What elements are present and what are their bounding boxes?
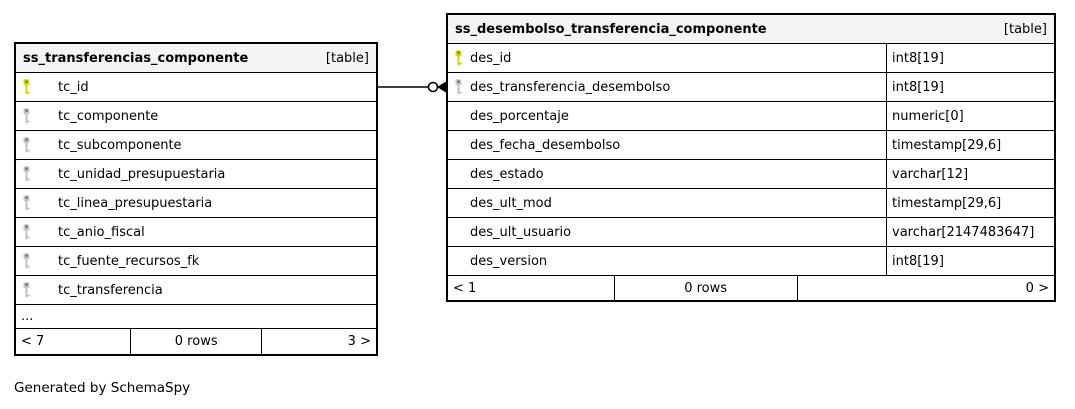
column-name: des_ult_usuario: [470, 224, 572, 240]
column-name: des_fecha_desembolso: [470, 137, 621, 153]
column-name-cell: tc_linea_presupuestaria: [16, 189, 376, 217]
table-name[interactable]: ss_desembolso_transferencia_componente: [455, 21, 767, 37]
column-type: varchar[2147483647]: [886, 218, 1054, 246]
column-name-cell: des_porcentaje: [448, 102, 886, 130]
column-name-cell: des_fecha_desembolso: [448, 131, 886, 159]
column-name-cell: des_estado: [448, 160, 886, 188]
column-row[interactable]: des_ult_mod timestamp[29,6]: [448, 189, 1054, 218]
column-type: numeric[0]: [886, 102, 1054, 130]
key-icon: [23, 194, 30, 210]
index-key-icon: [20, 136, 32, 155]
footer-parents-count: 3 >: [347, 334, 371, 349]
column-row[interactable]: tc_fuente_recursos_fk: [16, 247, 376, 276]
column-row[interactable]: des_transferencia_desembolso int8[19]: [448, 73, 1054, 102]
column-name: des_estado: [470, 166, 544, 182]
column-row[interactable]: des_ult_usuario varchar[2147483647]: [448, 218, 1054, 247]
index-key-icon: [20, 281, 32, 300]
column-name: tc_id: [58, 79, 89, 95]
column-row[interactable]: des_estado varchar[12]: [448, 160, 1054, 189]
table-header[interactable]: ss_desembolso_transferencia_componente […: [448, 15, 1054, 44]
column-row[interactable]: des_version int8[19]: [448, 247, 1054, 276]
column-row[interactable]: tc_anio_fiscal: [16, 218, 376, 247]
column-name: tc_anio_fiscal: [58, 224, 145, 240]
footer-row-count: 0 rows: [131, 329, 263, 354]
key-icon: [455, 49, 462, 65]
key-icon: [23, 107, 30, 123]
table-footer: < 1 0 rows 0 >: [448, 276, 1054, 300]
column-name-cell: des_ult_usuario: [448, 218, 886, 246]
column-type: int8[19]: [886, 73, 1054, 101]
table-box-ss-desembolso-transferencia-componente: ss_desembolso_transferencia_componente […: [446, 13, 1056, 302]
column-name-cell: tc_fuente_recursos_fk: [16, 247, 376, 275]
column-name: des_porcentaje: [470, 108, 569, 124]
index-key-icon: [20, 223, 32, 242]
table-header[interactable]: ss_transferencias_componente [table]: [16, 44, 376, 73]
hidden-columns-ellipsis: ...: [16, 305, 376, 329]
column-name-cell: des_ult_mod: [448, 189, 886, 217]
column-row[interactable]: tc_transferencia: [16, 276, 376, 305]
column-type: int8[19]: [886, 44, 1054, 72]
column-name: des_transferencia_desembolso: [470, 79, 671, 95]
index-key-icon: [20, 252, 32, 271]
column-row[interactable]: tc_componente: [16, 102, 376, 131]
connector-arrowhead: [437, 81, 446, 93]
column-row[interactable]: tc_unidad_presupuestaria: [16, 160, 376, 189]
footer-parents-count: 0 >: [1025, 280, 1049, 296]
index-key-icon: [20, 107, 32, 126]
key-icon: [23, 223, 30, 239]
table-type-badge: [table]: [325, 50, 369, 66]
column-name-cell: tc_anio_fiscal: [16, 218, 376, 246]
primary-key-icon: [20, 78, 32, 97]
column-type: timestamp[29,6]: [886, 131, 1054, 159]
index-key-icon: [452, 78, 464, 97]
column-name: des_id: [470, 50, 512, 66]
column-name-cell: des_id: [448, 44, 886, 72]
column-type: timestamp[29,6]: [886, 189, 1054, 217]
column-name-cell: tc_id: [16, 73, 376, 101]
generated-by-credit: Generated by SchemaSpy: [14, 380, 191, 396]
column-row[interactable]: des_porcentaje numeric[0]: [448, 102, 1054, 131]
column-name: tc_componente: [58, 108, 159, 124]
table-box-ss-transferencias-componente: ss_transferencias_componente [table] tc_…: [14, 42, 378, 356]
column-name-cell: tc_componente: [16, 102, 376, 130]
footer-row-count: 0 rows: [615, 276, 798, 300]
column-name-cell: tc_unidad_presupuestaria: [16, 160, 376, 188]
table-footer: < 7 0 rows 3 >: [16, 329, 376, 354]
column-name: tc_transferencia: [58, 282, 163, 298]
column-name-cell: tc_transferencia: [16, 276, 376, 304]
key-icon: [455, 78, 462, 94]
key-icon: [23, 136, 30, 152]
column-row[interactable]: tc_id: [16, 73, 376, 102]
table-type-badge: [table]: [1003, 21, 1047, 37]
column-type: varchar[12]: [886, 160, 1054, 188]
key-icon: [23, 281, 30, 297]
column-name: tc_fuente_recursos_fk: [58, 253, 200, 269]
column-name-cell: des_transferencia_desembolso: [448, 73, 886, 101]
column-name: tc_linea_presupuestaria: [58, 195, 213, 211]
column-row[interactable]: des_id int8[19]: [448, 44, 1054, 73]
footer-children-count: < 7: [16, 329, 132, 354]
column-name: des_ult_mod: [470, 195, 552, 211]
index-key-icon: [20, 194, 32, 213]
connector-odot: [427, 81, 439, 93]
table-name[interactable]: ss_transferencias_componente: [23, 50, 249, 66]
key-icon: [23, 165, 30, 181]
column-row[interactable]: tc_linea_presupuestaria: [16, 189, 376, 218]
primary-key-icon: [452, 49, 464, 68]
index-key-icon: [20, 165, 32, 184]
key-icon: [23, 78, 30, 94]
column-name-cell: des_version: [448, 247, 886, 275]
fk-relationship-connector: [378, 81, 446, 93]
column-name: tc_subcomponente: [58, 137, 182, 153]
column-type: int8[19]: [886, 247, 1054, 275]
column-row[interactable]: des_fecha_desembolso timestamp[29,6]: [448, 131, 1054, 160]
column-row[interactable]: tc_subcomponente: [16, 131, 376, 160]
column-name: tc_unidad_presupuestaria: [58, 166, 226, 182]
column-name-cell: tc_subcomponente: [16, 131, 376, 159]
key-icon: [23, 252, 30, 268]
footer-children-count: < 1: [448, 276, 615, 300]
column-name: des_version: [470, 253, 548, 269]
